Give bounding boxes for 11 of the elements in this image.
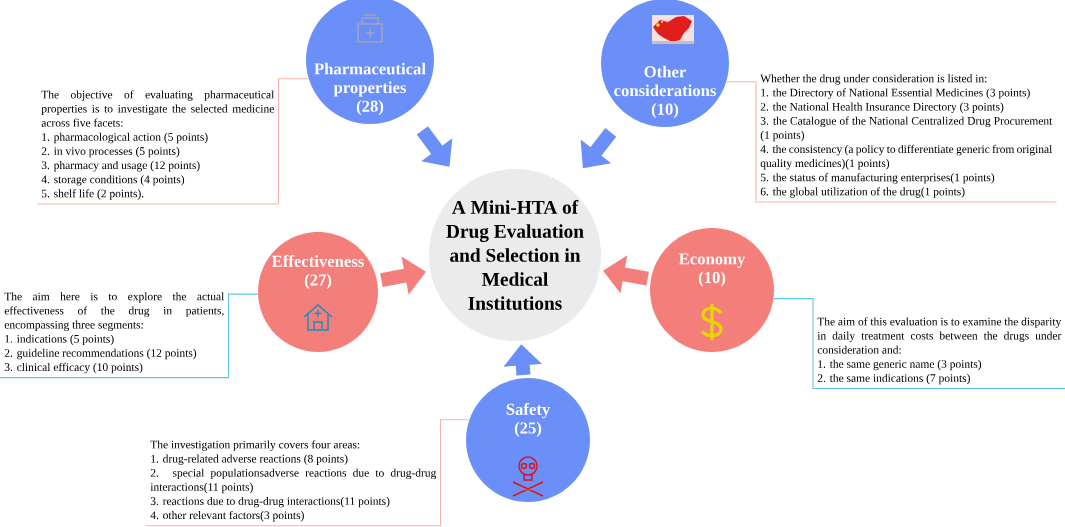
description-text: The objective of evaluating pharmaceutical properties is to investigate the selected medicine across five facets: 1. pharmacological action (5 points) 2. in vivo processes (5 points) 3. pharmacy and usage (12 points) 4. storage conditions (4 points) 5. shelf life (2 points). — [41, 90, 275, 200]
description-text: Whether the drug under consideration is listed in: 1. the Directory of National Essential Medicines (3 points) 2. the National Health Insurance Directory (3 points) 3. the Catalogue of the National Centralized Drug Procurement (1 points) 4. the consistency (a policy to differentiate generic from original quality medicines)(1 points) 5. the status of manufacturing enterprises(1 points) 6. the global utilization of the drug(1 points) — [760, 74, 1053, 198]
leader-line — [0, 293, 259, 379]
description-text: The aim here is to explore the actual effectiveness of the drug in patients, encompassing three segments: 1. indications (5 points) 2. guideline recommendations (12 points) 3. clinical efficacy (10 points) — [4, 292, 225, 374]
leader-line — [773, 298, 1065, 390]
description-text: The aim of this evaluation is to examine the disparity in daily treatment costs between the drugs under consideration and: 1. the same generic name (3 points) 2. the same indications (7 points) — [817, 317, 1062, 385]
leader-line — [36, 78, 310, 205]
block-arrow — [416, 126, 453, 167]
leader-line — [145, 419, 470, 527]
leader-line — [725, 81, 1058, 203]
description-text: The investigation primarily covers four areas: 1. drug-related adverse reactions (8 points) 2. special populationsadverse reactions due to drug-drug interactions(11 points) 3. reactions due to drug-drug interactions(11 points) 4. other relevant factors(3 points) — [150, 440, 437, 522]
